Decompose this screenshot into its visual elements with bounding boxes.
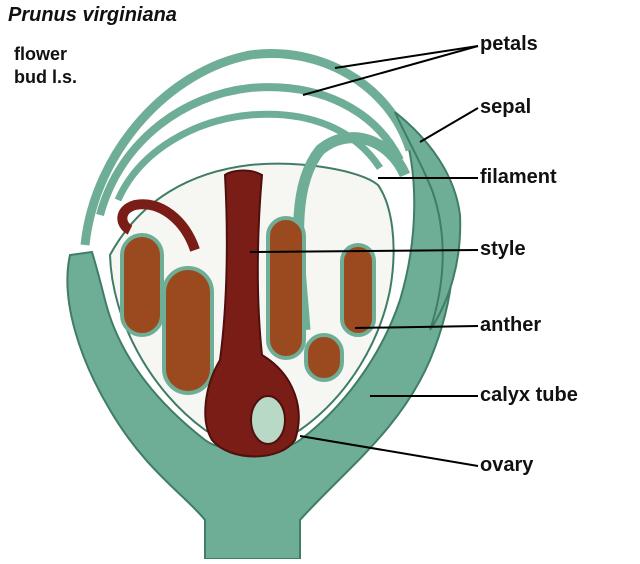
species-title: Prunus virginiana (8, 4, 177, 26)
anther-group (120, 216, 376, 395)
leader-lines (249, 45, 479, 467)
style-and-ovary (204, 169, 300, 458)
leader-anther (354, 325, 479, 329)
label-calyx-tube: calyx tube (480, 384, 578, 406)
label-ovary: ovary (480, 454, 534, 476)
label-style: style (480, 238, 526, 260)
anther-sac (162, 266, 214, 395)
leader-petals-a (334, 45, 479, 69)
ovule (250, 395, 286, 445)
subtitle-line-2: bud l.s. (14, 67, 77, 87)
leader-petals-b (302, 45, 479, 96)
anther-sac (266, 216, 306, 360)
label-petals: petals (480, 33, 538, 55)
anther-sac (340, 243, 376, 337)
label-anther: anther (480, 314, 542, 336)
leader-style (249, 249, 479, 253)
leader-sepal (419, 107, 479, 143)
petal-middle (96, 83, 404, 217)
leader-ovary (299, 435, 479, 467)
subtitle-line-1: flower (14, 44, 68, 64)
label-filament: filament (480, 166, 557, 188)
petal-outer (80, 49, 415, 246)
anther-sac (120, 233, 164, 337)
anther-sac (304, 333, 344, 382)
filament-left (117, 199, 200, 252)
label-sepal: sepal (480, 96, 532, 118)
